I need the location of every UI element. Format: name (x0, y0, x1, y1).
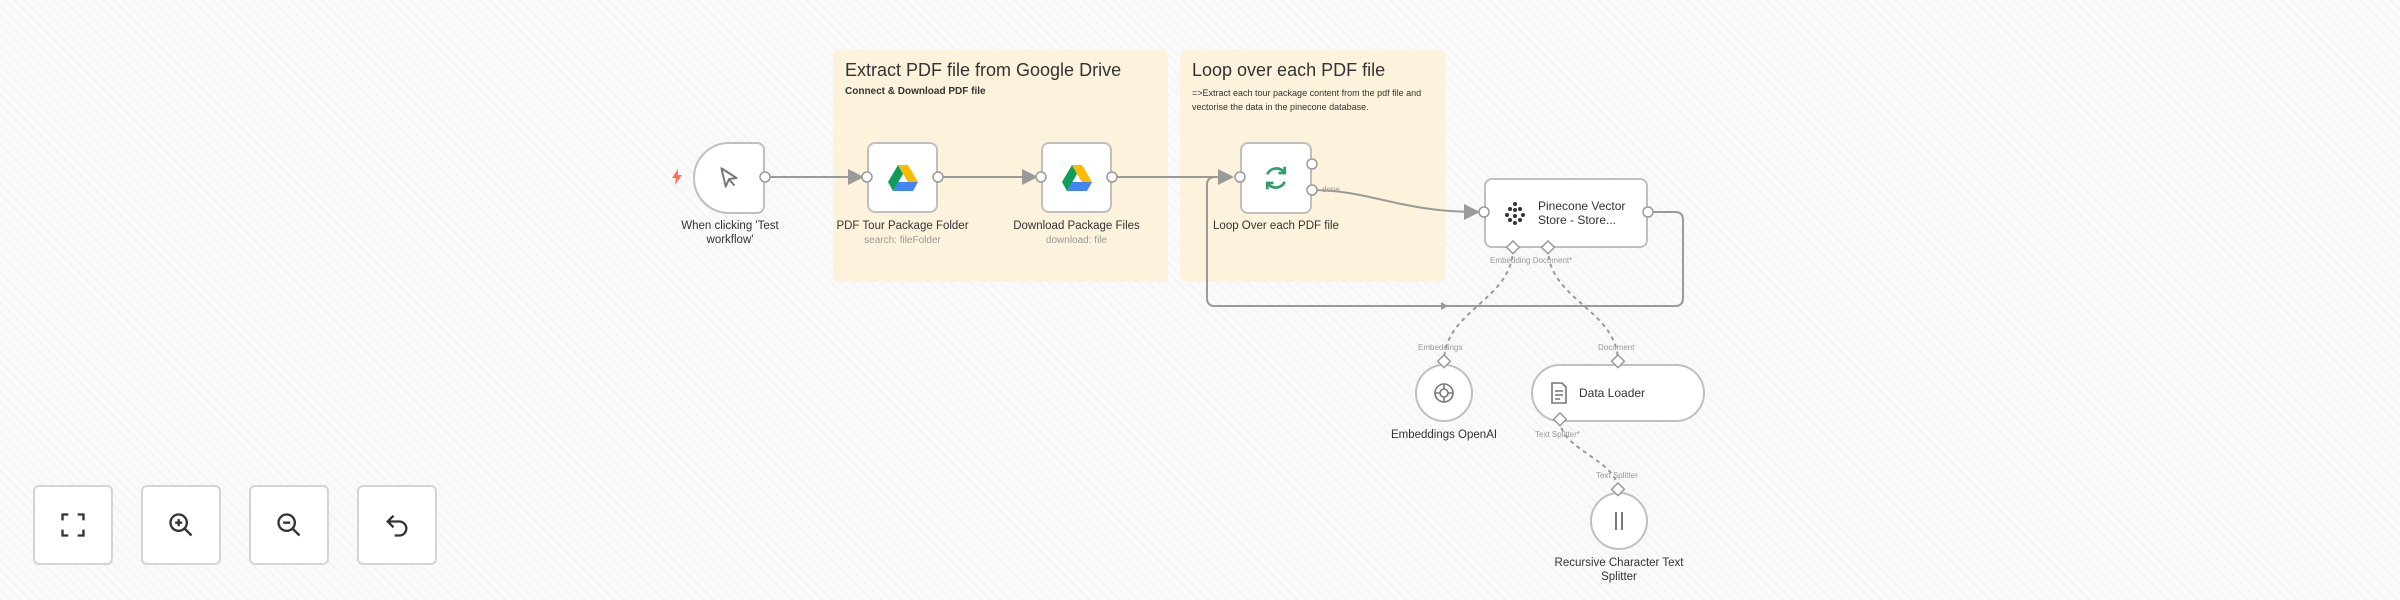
text-splitter-node[interactable] (1590, 492, 1648, 550)
text-splitter-label: Recursive Character Text Splitter (1554, 557, 1684, 583)
pinecone-label: Pinecone Vector Store - Store... (1538, 199, 1626, 227)
undo-button[interactable] (357, 485, 437, 565)
refresh-icon (1265, 166, 1287, 190)
zoom-out-button[interactable] (249, 485, 329, 565)
gdrive-folder-sub: search: fileFolder (864, 235, 941, 246)
pinecone-node[interactable]: Pinecone Vector Store - Store... (1484, 178, 1648, 248)
sticky-title: Loop over each PDF file (1192, 60, 1386, 80)
text-splitter-port-label: Text Splitter (1596, 471, 1638, 480)
cursor-icon (720, 167, 738, 188)
gdrive-folder-node[interactable] (867, 142, 938, 213)
data-loader-port-label: Document (1598, 343, 1635, 352)
google-drive-icon (1061, 164, 1092, 191)
sticky-subtitle: Connect & Download PDF file (845, 86, 986, 97)
document-icon (1551, 382, 1567, 404)
sticky-subtitle: =>Extract each tour package content from… (1192, 88, 1422, 112)
pinecone-icon (1505, 202, 1525, 225)
wire-loop-pinecone (1311, 189, 1480, 220)
gdrive-download-sub: download: file (1045, 235, 1108, 246)
google-drive-icon (887, 164, 918, 191)
gdrive-folder-label: PDF Tour Package Folder (836, 220, 969, 232)
wire-embeddings (1443, 247, 1514, 363)
gdrive-download-node[interactable] (1041, 142, 1112, 213)
gdrive-download-label: Download Package Files (1013, 220, 1140, 232)
sticky-title: Extract PDF file from Google Drive (845, 60, 1122, 80)
fullscreen-icon (61, 513, 85, 537)
pinecone-port-labels: Embedding Document* (1490, 256, 1573, 265)
zoom-in-icon (169, 513, 193, 537)
embeddings-node[interactable] (1415, 364, 1473, 422)
loop-done-label: done (1322, 185, 1340, 194)
fit-view-button[interactable] (33, 485, 113, 565)
embeddings-port-label: Embeddings (1418, 343, 1463, 352)
undo-icon (386, 514, 408, 537)
data-loader-node[interactable]: Data Loader (1531, 364, 1705, 422)
loop-label: Loop Over each PDF file (1213, 220, 1339, 232)
trigger-label: When clicking 'Test workflow' (681, 220, 779, 246)
data-loader-label: Data Loader (1579, 386, 1646, 400)
bolt-icon (672, 169, 682, 185)
zoom-out-icon (277, 513, 301, 537)
wire-document (1547, 247, 1619, 363)
zoom-in-button[interactable] (141, 485, 221, 565)
data-loader-bottom-port-label: Text Splitter* (1535, 430, 1580, 439)
openai-icon (1434, 383, 1454, 403)
embeddings-label: Embeddings OpenAI (1390, 429, 1498, 441)
splitter-icon (1615, 512, 1623, 530)
wire-text-splitter (1559, 419, 1619, 491)
